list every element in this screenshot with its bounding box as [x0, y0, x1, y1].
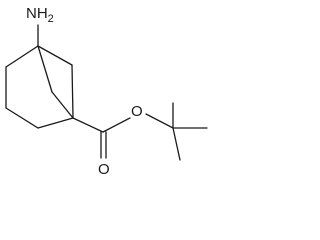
bond-ester-o-tert-c — [145, 113, 174, 129]
carbonyl-oxygen-label: O — [98, 161, 110, 178]
ester-oxygen-label: O — [131, 103, 143, 120]
bond-carbonyl-ester-o — [102, 117, 131, 133]
bond-c7-c5 — [71, 64, 74, 119]
bond-c4-c5 — [37, 117, 74, 129]
tert-butyl-group — [172, 102, 208, 161]
chemical-structure: NH2 O O — [5, 5, 208, 178]
ester-group: O O — [72, 103, 174, 178]
bond-c1-c2 — [5, 45, 39, 68]
bond-tbu-down — [172, 127, 181, 161]
bond-c1-c7 — [37, 45, 73, 66]
bond-c3-c4 — [5, 107, 39, 129]
bond-c1-c6 — [37, 45, 53, 93]
bond-c5-carbonyl — [72, 117, 104, 133]
bond-c6-c5 — [51, 91, 74, 119]
bicyclic-core — [5, 45, 74, 129]
amine-label: NH2 — [26, 5, 54, 25]
